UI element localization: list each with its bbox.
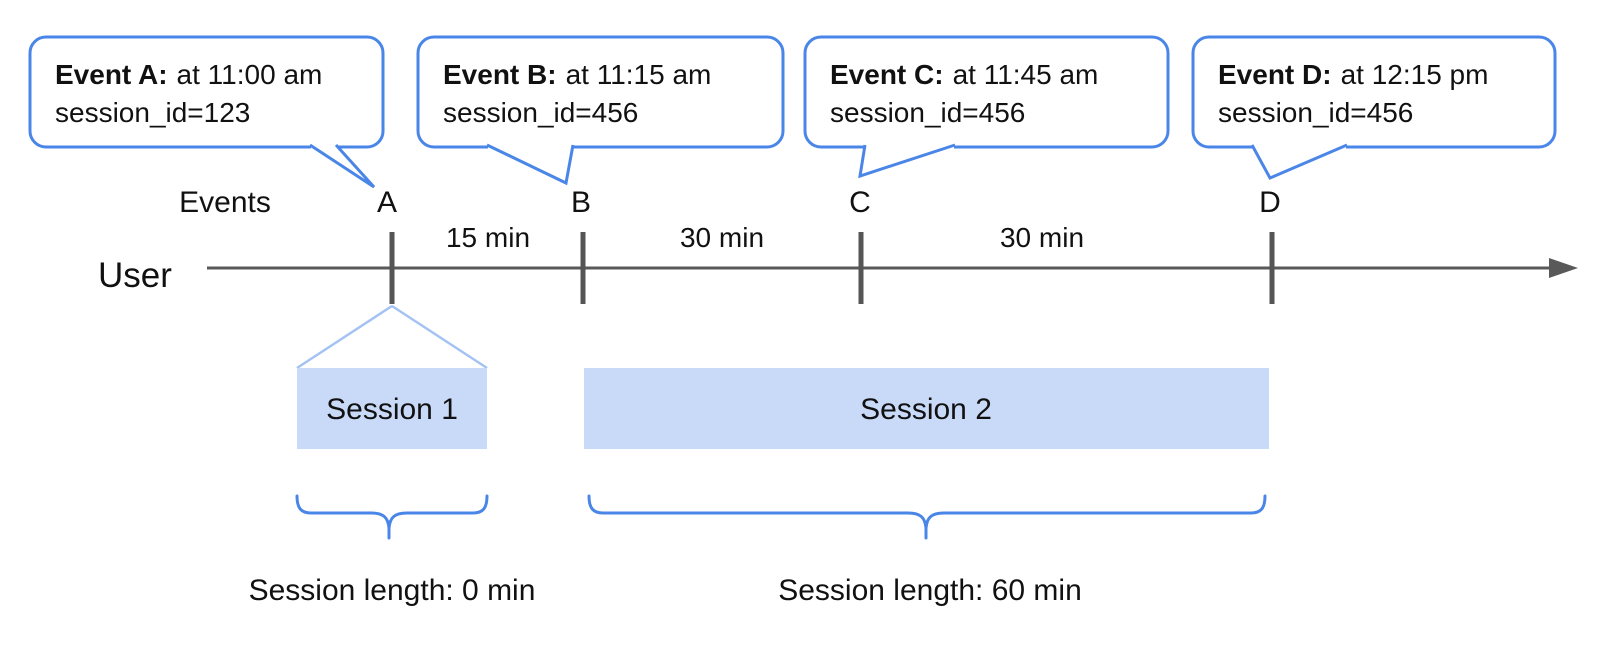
- event-c-bubble: Event C: at 11:45 am session_id=456: [803, 35, 1170, 179]
- interval-label-ab: 15 min: [446, 222, 530, 253]
- event-a-session-id: session_id=123: [55, 97, 250, 128]
- session-2-box: [584, 368, 1269, 449]
- event-b-session-id: session_id=456: [443, 97, 638, 128]
- event-d-title: Event D:: [1218, 59, 1332, 90]
- event-b-title: Event B:: [443, 59, 557, 90]
- event-a-time: at 11:00 am: [177, 59, 323, 90]
- session-1-label: Session 1: [326, 393, 458, 426]
- event-c-text-line1: Event C: at 11:45 am: [830, 59, 1098, 90]
- bubble-tail: [486, 143, 575, 186]
- event-a-bubble: Event A: at 11:00 am session_id=123: [28, 35, 385, 189]
- speech-bubble-border: [416, 35, 785, 149]
- event-d-text-line1: Event D: at 12:15 pm: [1218, 59, 1488, 90]
- bubble-tail: [858, 143, 956, 179]
- interval-label-bc: 30 min: [680, 222, 764, 253]
- event-b-time: at 11:15 am: [566, 59, 712, 90]
- session-1-brace: [295, 494, 489, 540]
- event-a-title: Event A:: [55, 59, 168, 90]
- timeline-arrowhead-icon: [1549, 258, 1578, 278]
- user-label: User: [98, 256, 172, 295]
- event-a-text-line1: Event A: at 11:00 am: [55, 59, 322, 90]
- interval-label-cd: 30 min: [1000, 222, 1084, 253]
- speech-bubble-border: [803, 35, 1170, 149]
- bubble-tail: [309, 143, 376, 189]
- event-c-time: at 11:45 am: [953, 59, 1099, 90]
- event-marker-d: D: [1259, 186, 1281, 219]
- event-c-title: Event C:: [830, 59, 944, 90]
- event-marker-c: C: [849, 186, 871, 219]
- event-b-bubble: Event B: at 11:15 am session_id=456: [416, 35, 785, 186]
- session-2-label: Session 2: [860, 393, 992, 426]
- event-d-bubble: Event D: at 12:15 pm session_id=456: [1191, 35, 1557, 180]
- session-2-length-label: Session length: 60 min: [778, 574, 1082, 607]
- event-d-session-id: session_id=456: [1218, 97, 1413, 128]
- event-c-session-id: session_id=456: [830, 97, 1025, 128]
- events-axis-label: Events: [179, 186, 271, 219]
- event-d-time: at 12:15 pm: [1341, 59, 1489, 90]
- session-1-box: [297, 368, 487, 449]
- event-b-text-line1: Event B: at 11:15 am: [443, 59, 711, 90]
- speech-bubble-border: [1191, 35, 1557, 149]
- funnel-lines: [296, 304, 488, 370]
- event-marker-b: B: [571, 186, 591, 219]
- event-marker-a: A: [377, 186, 397, 219]
- bubble-tail: [1250, 143, 1348, 180]
- session-2-brace: [587, 494, 1267, 540]
- speech-bubble-border: [28, 35, 385, 149]
- session-1-length-label: Session length: 0 min: [249, 574, 536, 607]
